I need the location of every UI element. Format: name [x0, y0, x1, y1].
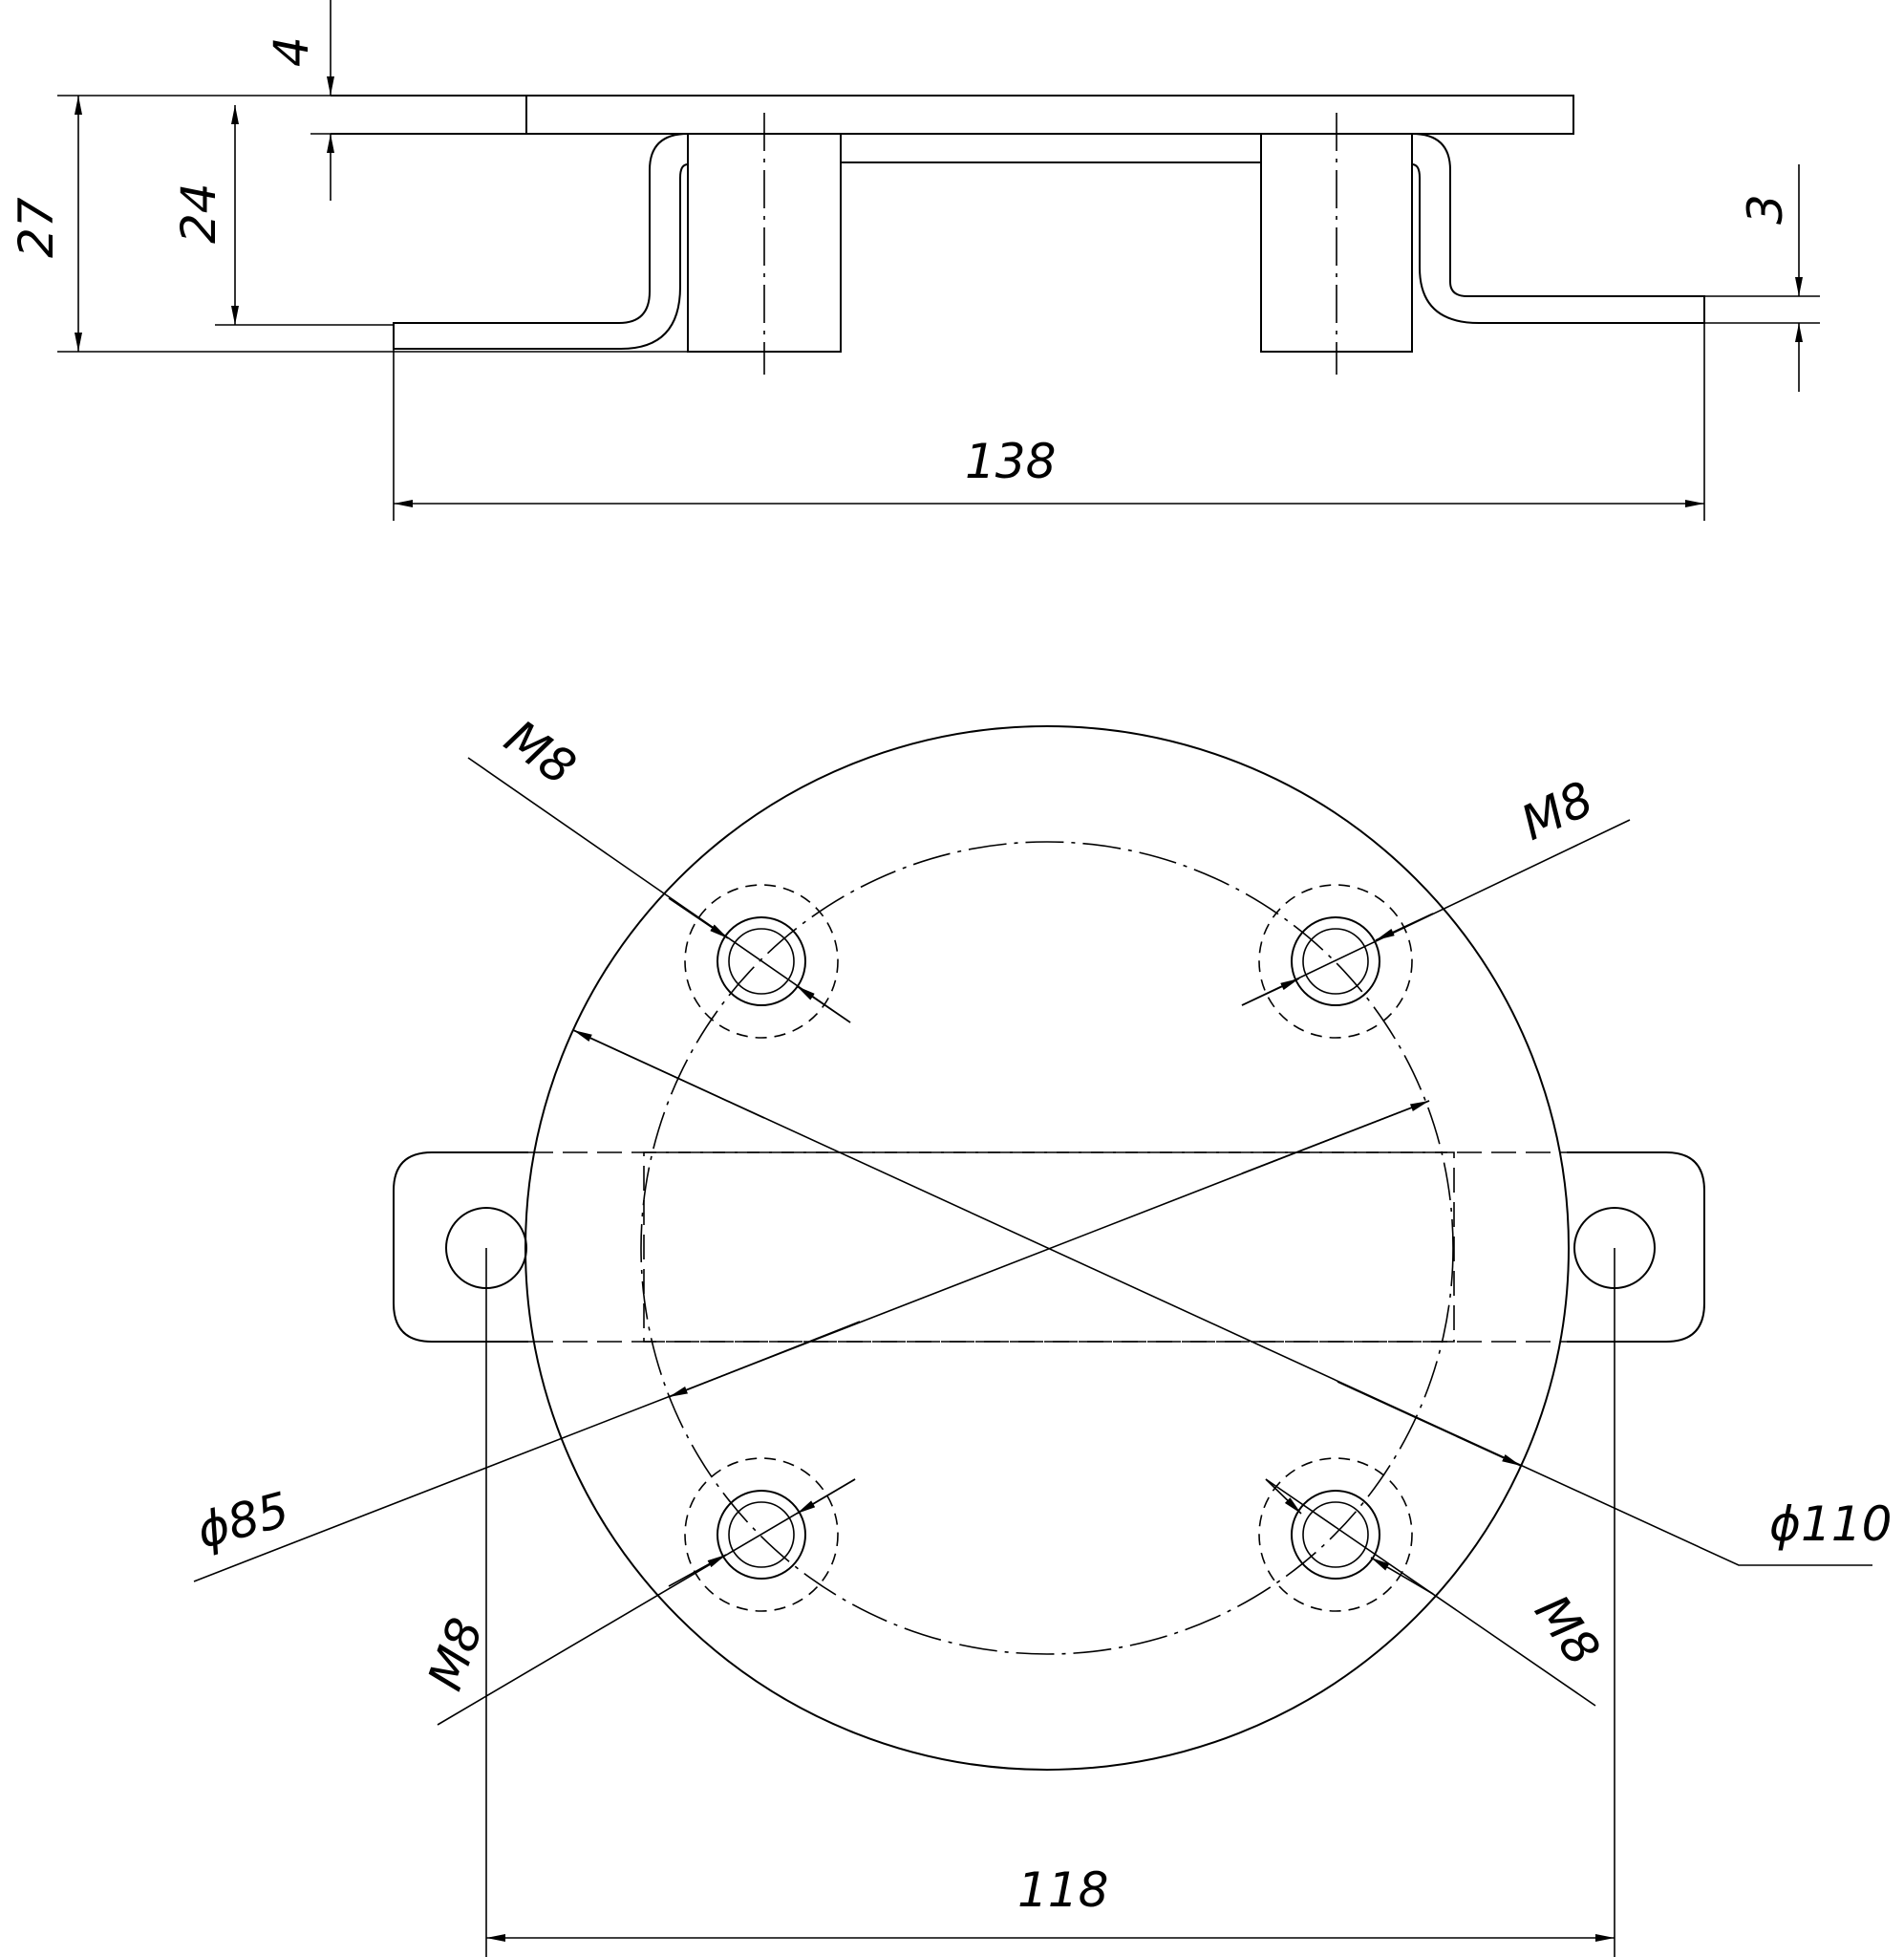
dim-text-4: 4	[264, 36, 319, 67]
dim-text-phi110: ϕ110	[1769, 1496, 1892, 1552]
dim-arrow-phi85-a	[1241, 1100, 1430, 1174]
dim-arrow-phi110-a	[572, 1029, 765, 1119]
leader-m8-bottom-left	[437, 1478, 856, 1726]
leader-m8-top-left-arrow1	[668, 897, 729, 939]
leader-m8-bottom-left-arrow1	[668, 1554, 727, 1587]
label-m8-bottom-left: M8	[417, 1611, 494, 1697]
top-view: M8 M8 M8 M8 ϕ85 ϕ110 118	[191, 709, 1892, 1957]
label-m8-bottom-right: M8	[1524, 1585, 1611, 1676]
dim-arrow-phi85-b	[668, 1321, 861, 1398]
dim-line-phi110	[572, 1029, 1872, 1566]
center-web-hidden	[643, 1151, 1455, 1343]
mounting-bar-right-end	[1567, 1151, 1705, 1343]
bolt-hole-top-left	[684, 884, 839, 1039]
bolt-hole-bottom-right	[1258, 1457, 1413, 1612]
dim-text-phi85: ϕ85	[191, 1482, 294, 1559]
leader-m8-top-left	[467, 757, 851, 1023]
mounting-bar-left-end	[393, 1151, 528, 1343]
dim-arrow-phi110-b	[1337, 1381, 1522, 1467]
leader-m8-top-right	[1241, 819, 1631, 1006]
leader-m8-bottom-right-arrow2	[1265, 1478, 1302, 1515]
dim-text-118: 118	[1017, 1862, 1108, 1918]
top-plate-outline	[331, 95, 1574, 135]
leader-m8-bottom-right-arrow1	[1370, 1557, 1434, 1595]
left-bent-tab	[393, 133, 689, 350]
leader-m8-bottom-left-arrow2	[796, 1478, 856, 1515]
bolt-hole-top-right	[1258, 884, 1413, 1039]
right-bent-tab	[1411, 133, 1705, 324]
bolt-hole-bottom-left	[684, 1457, 839, 1612]
bolt-circle	[640, 841, 1454, 1655]
dim-text-24: 24	[171, 183, 226, 244]
dim-text-138: 138	[965, 434, 1056, 489]
leader-m8-top-right-arrow1	[1375, 913, 1434, 941]
label-m8-top-left: M8	[495, 709, 586, 796]
dim-text-27: 27	[9, 197, 64, 258]
leader-m8-top-left-arrow2	[796, 985, 851, 1023]
leader-m8-top-right-arrow2	[1241, 978, 1300, 1006]
center-web	[840, 134, 1262, 163]
side-view: 27 24 4 3 138	[9, 0, 1820, 521]
dim-text-3: 3	[1738, 194, 1793, 225]
